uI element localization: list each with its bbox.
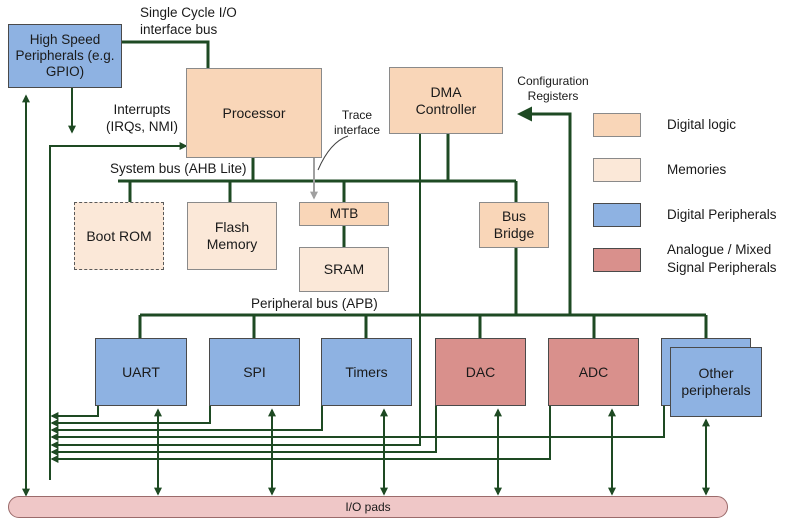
trace-callout [317, 135, 349, 171]
processor-block: Processor [186, 68, 322, 158]
bus-bridge-block: Bus Bridge [479, 202, 549, 248]
legend-label-memories: Memories [667, 162, 727, 177]
legend-label-digital-logic: Digital logic [667, 117, 737, 132]
irq-lines [49, 86, 665, 480]
sram-block: SRAM [299, 247, 389, 292]
system-bus [118, 134, 518, 202]
config-registers-path [517, 106, 572, 315]
single-cycle-io-bus [122, 40, 210, 68]
legend-swatch-digital-peripherals [593, 203, 641, 227]
peripheral-bus-label: Peripheral bus (APB) [251, 296, 378, 311]
flash-memory-block: Flash Memory [187, 202, 277, 270]
system-bus-label: System bus (AHB Lite) [110, 161, 247, 176]
legend-label-digital-peripherals: Digital Peripherals [667, 207, 777, 222]
legend-swatch-analogue-mixed [593, 248, 641, 272]
legend-label-analogue-mixed: Analogue / Mixed Signal Peripherals [667, 242, 777, 276]
timers-block: Timers [321, 338, 412, 406]
interrupts-label: Interrupts (IRQs, NMI) [106, 102, 178, 134]
io-pad-connections [22, 94, 710, 497]
dac-block: DAC [435, 338, 526, 406]
io-pads-bar: I/O pads [8, 496, 728, 518]
boot-rom-block: Boot ROM [74, 202, 164, 270]
high-speed-peripherals-block: High Speed Peripherals (e.g. GPIO) [8, 24, 122, 88]
trace-interface-label: Trace interface [333, 108, 381, 137]
mtb-block: MTB [299, 202, 389, 226]
adc-block: ADC [548, 338, 639, 406]
configuration-registers-label: Configuration Registers [517, 74, 589, 103]
single-cycle-io-label: Single Cycle I/O interface bus [140, 5, 237, 37]
peripheral-bus [138, 248, 708, 338]
uart-block: UART [95, 338, 187, 406]
spi-block: SPI [209, 338, 300, 406]
other-peripherals-block: Other peripherals [670, 347, 762, 417]
legend-swatch-digital-logic [593, 113, 641, 137]
dma-controller-block: DMA Controller [389, 67, 503, 134]
legend-swatch-memories [593, 158, 641, 182]
